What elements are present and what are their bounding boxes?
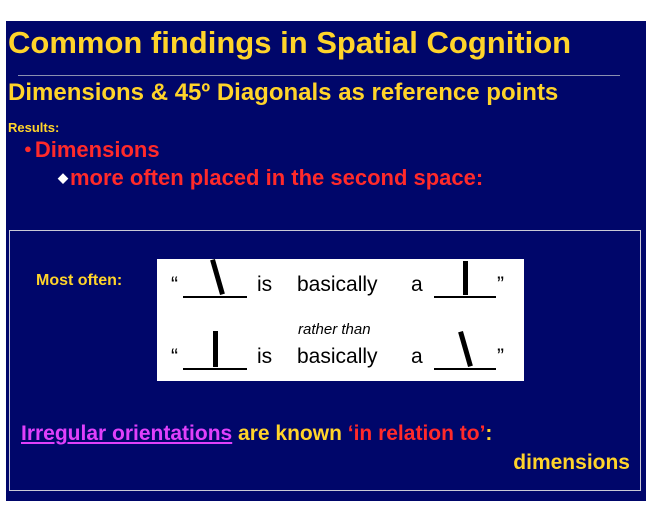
bullet-diamond-icon: ◆ bbox=[58, 170, 68, 185]
most-often-label: Most often: bbox=[36, 272, 123, 289]
open-quote: “ bbox=[171, 345, 178, 368]
blank-line bbox=[434, 368, 496, 370]
in-relation-to-text: ‘in relation to’ bbox=[347, 422, 486, 445]
title-divider bbox=[18, 75, 620, 76]
bullet-second-space-text: more often placed in the second space: bbox=[70, 165, 484, 190]
bullet-dimensions: ●Dimensions bbox=[24, 137, 160, 163]
example-box: “ is basically a ” rather than “ is basi… bbox=[157, 259, 524, 381]
blank-line bbox=[183, 296, 247, 298]
diagonal-line-icon bbox=[458, 331, 473, 367]
blank-line bbox=[434, 296, 496, 298]
colon-text: : bbox=[485, 422, 493, 445]
slide-title: Common findings in Spatial Cognition bbox=[8, 25, 572, 60]
word-is: is bbox=[257, 345, 273, 368]
vertical-line-icon bbox=[463, 261, 468, 295]
blank-line bbox=[183, 368, 247, 370]
known-text: are known bbox=[232, 422, 348, 445]
rather-than-label: rather than bbox=[298, 321, 371, 338]
word-a: a bbox=[411, 273, 423, 296]
close-quote: ” bbox=[497, 345, 504, 368]
example-panel bbox=[9, 230, 641, 491]
bullet-dot-icon: ● bbox=[24, 141, 32, 156]
results-label: Results: bbox=[8, 120, 60, 135]
slide-subtitle: Dimensions & 45º Diagonals as reference … bbox=[8, 79, 559, 106]
bullet-second-space: ◆more often placed in the second space: bbox=[58, 165, 483, 191]
irregular-orientations-text: Irregular orientations bbox=[21, 422, 233, 445]
dimensions-text: dimensions bbox=[513, 451, 630, 474]
word-basically: basically bbox=[297, 273, 378, 296]
word-is: is bbox=[257, 273, 273, 296]
conclusion-line: Irregular orientations are known ‘in rel… bbox=[21, 422, 492, 446]
open-quote: “ bbox=[171, 273, 178, 296]
diagonal-line-icon bbox=[210, 259, 225, 295]
close-quote: ” bbox=[497, 273, 504, 296]
word-a: a bbox=[411, 345, 423, 368]
word-basically: basically bbox=[297, 345, 378, 368]
bullet-dimensions-text: Dimensions bbox=[34, 137, 160, 162]
vertical-line-icon bbox=[213, 331, 218, 367]
slide: Common findings in Spatial Cognition Dim… bbox=[6, 21, 646, 501]
